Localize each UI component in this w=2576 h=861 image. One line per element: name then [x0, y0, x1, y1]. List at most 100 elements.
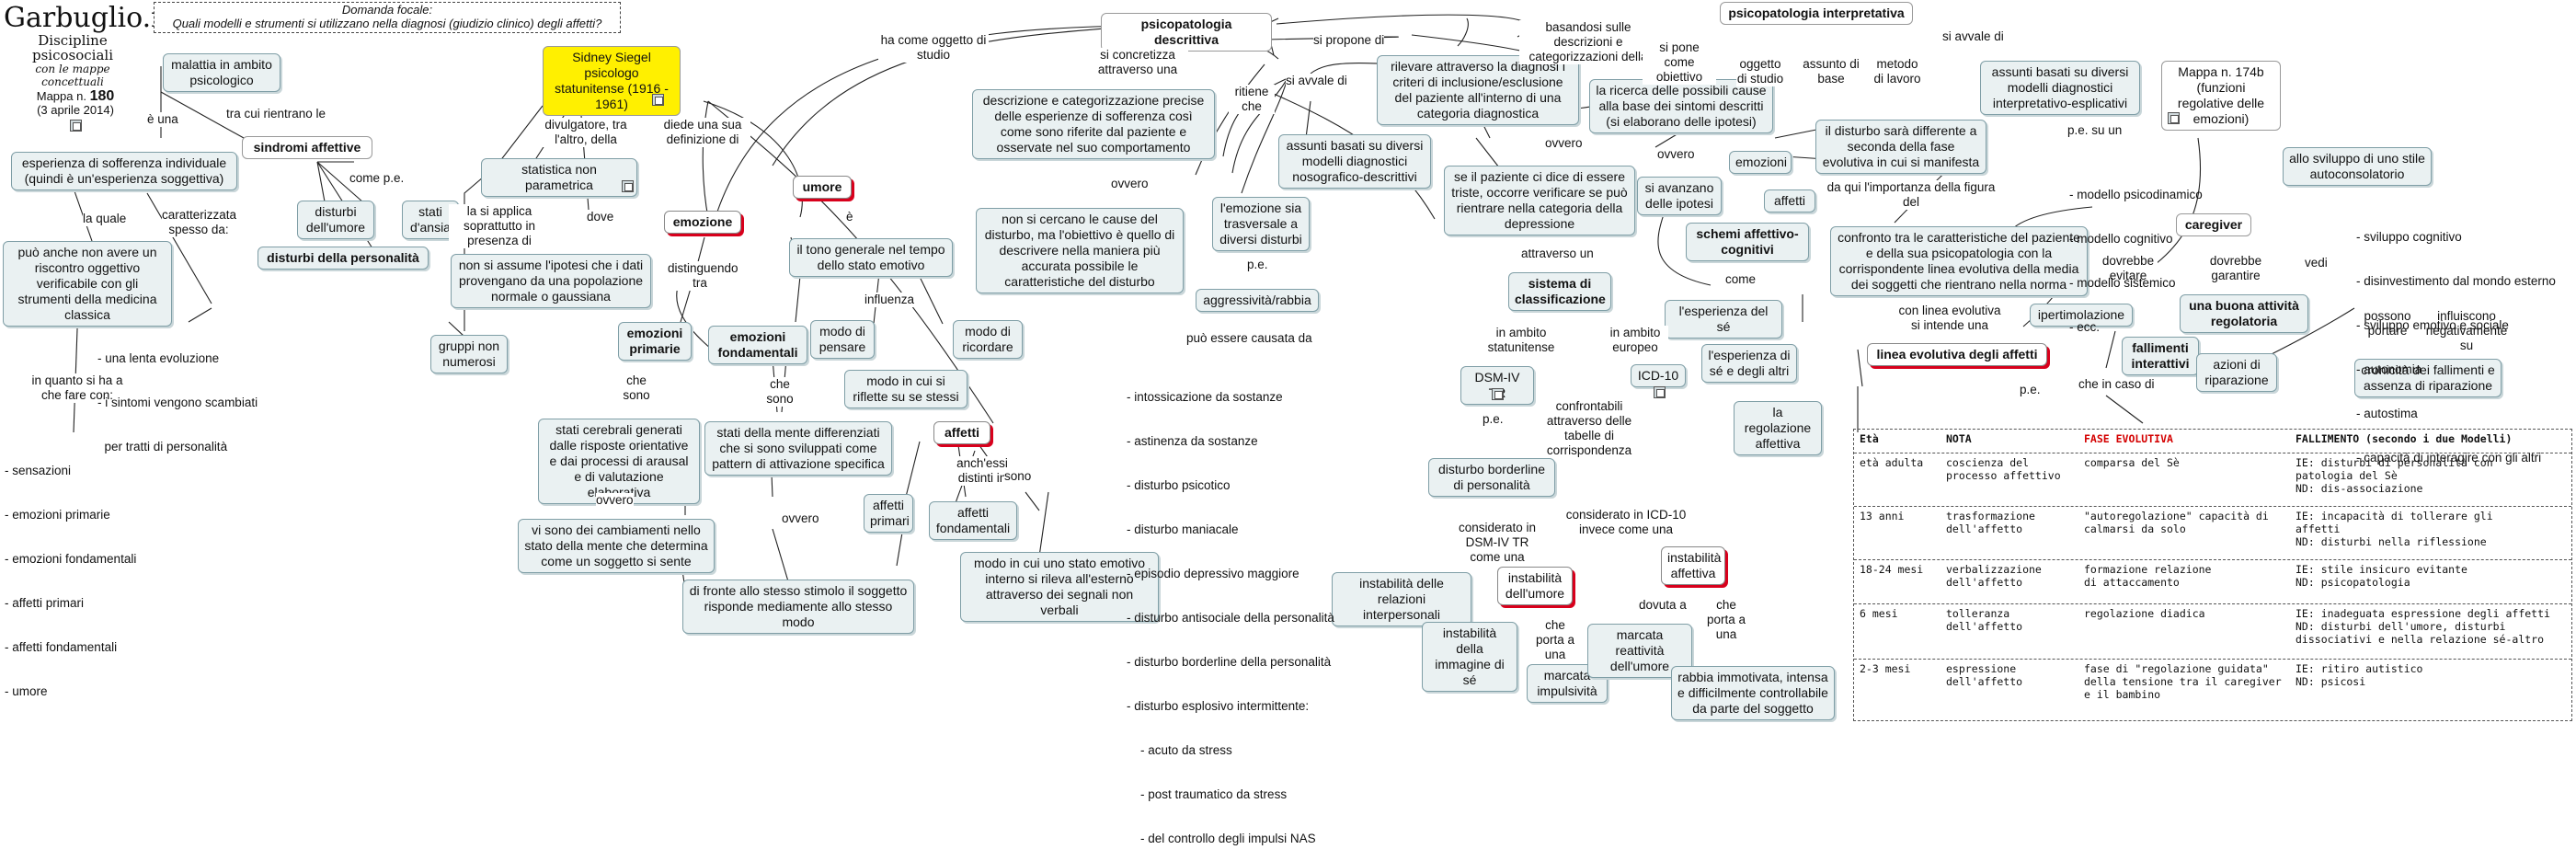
- node-icd[interactable]: ICD-10: [1631, 364, 1686, 387]
- node-avanzano-ipotesi[interactable]: si avanzano delle ipotesi: [1637, 177, 1722, 215]
- node-umore[interactable]: umore: [793, 176, 852, 199]
- node-stati-differenziati[interactable]: stati della mente differenziati che si s…: [704, 421, 892, 476]
- map-number: Mappa n. 180 (3 aprile 2014): [24, 89, 127, 134]
- label-dove: dove: [587, 210, 614, 224]
- node-emozioni-primarie[interactable]: emozioni primarie: [618, 322, 692, 361]
- node-stati-cerebrali[interactable]: stati cerebrali generati dalle risposte …: [538, 419, 700, 504]
- table-cell-fallimento: IE: incapacità di tollerare gli affetti …: [2296, 510, 2493, 548]
- node-marcata-reattivita[interactable]: marcata reattività dell'umore: [1587, 624, 1692, 678]
- map-link-icon[interactable]: [69, 120, 82, 132]
- table-cell-eta: età adulta: [1860, 456, 1924, 469]
- node-ricerca-cause[interactable]: la ricerca delle possibili cause alla ba…: [1589, 79, 1773, 133]
- list-item: - astinenza da sostanze: [1127, 434, 1258, 448]
- node-affetti-small[interactable]: affetti: [1764, 189, 1815, 212]
- node-rabbia[interactable]: rabbia immotivata, intensa e difficilmen…: [1671, 666, 1835, 720]
- node-stile-autoconsolatorio[interactable]: allo sviluppo di uno stile autoconsolato…: [2283, 147, 2432, 186]
- node-emozioni-fondamentali[interactable]: emozioni fondamentali: [708, 326, 807, 364]
- node-confronto[interactable]: confronto tra le caratteristiche del paz…: [1830, 226, 2088, 296]
- label-che-porta-1: che porta a una: [1532, 618, 1578, 662]
- node-non-cercano[interactable]: non si cercano le cause del disturbo, ma…: [976, 208, 1184, 293]
- node-borderline[interactable]: disturbo borderline di personalità: [1428, 458, 1555, 497]
- node-disturbi-umore[interactable]: disturbi dell'umore: [297, 201, 374, 239]
- label-oggetto-studio: oggetto di studio: [1736, 57, 1784, 86]
- statistica-link-icon[interactable]: [622, 180, 634, 192]
- node-cambiamenti[interactable]: vi sono dei cambiamenti nello stato dell…: [518, 519, 715, 573]
- node-riscontro-oggettivo[interactable]: può anche non avere un riscontro oggetti…: [3, 241, 172, 327]
- dsm-link-icon[interactable]: [1492, 388, 1504, 400]
- node-instabilita-umore[interactable]: instabilità dell'umore: [1497, 567, 1573, 605]
- node-psicopatologia-descrittiva[interactable]: psicopatologia descrittiva: [1101, 13, 1272, 52]
- siegel-link-icon[interactable]: [652, 94, 664, 106]
- label-e-umore: è: [846, 210, 853, 224]
- label-e-una: è una: [147, 112, 178, 127]
- node-psicopatologia-interpretativa[interactable]: psicopatologia interpretativa: [1720, 2, 1913, 25]
- node-modo-ricordare[interactable]: modo di ricordare: [953, 320, 1023, 359]
- node-aggressivita[interactable]: aggressività/rabbia: [1196, 289, 1319, 312]
- focal-question: Quali modelli e strumenti si utilizzano …: [172, 17, 602, 30]
- table-cell-eta: 13 anni: [1860, 510, 1905, 522]
- table-cell-fallimento: IE: stile insicuro evitante ND: psicopat…: [2296, 563, 2467, 589]
- node-statistica[interactable]: statistica non parametrica: [481, 158, 637, 197]
- label-ovvero-1: ovvero: [596, 493, 634, 508]
- node-emozione-trasversale[interactable]: l'emozione sia trasversale a diversi dis…: [1212, 197, 1310, 251]
- node-linea-evolutiva[interactable]: linea evolutiva degli affetti: [1867, 343, 2047, 366]
- node-emozioni[interactable]: emozioni: [1729, 151, 1792, 174]
- list-item: - episodio depressivo maggiore: [1127, 567, 1299, 580]
- node-azioni-riparazione[interactable]: azioni di riparazione: [2196, 353, 2277, 392]
- node-emozione[interactable]: emozione: [664, 211, 741, 234]
- list-in-quanto: - sensazioni - emozioni primarie - emozi…: [5, 434, 136, 714]
- table-row: 2-3 mesi espressione dell'affetto fase d…: [1854, 660, 2571, 720]
- node-rilevare[interactable]: rilevare attraverso la diagnosi i criter…: [1377, 55, 1579, 125]
- table-cell-eta: 6 mesi: [1860, 607, 1898, 620]
- node-ipertimolazione[interactable]: ipertimolazione: [2030, 304, 2133, 327]
- list-item: - affetti fondamentali: [5, 640, 118, 654]
- node-esperienza-se[interactable]: l'esperienza del sé: [1665, 300, 1782, 339]
- node-esperienza-se-altri[interactable]: l'esperienza di sé e degli altri: [1701, 344, 1797, 383]
- node-esperienza-sofferenza[interactable]: esperienza di sofferenza individuale (qu…: [11, 152, 237, 190]
- list-item: - autonomia: [2356, 362, 2422, 376]
- node-mappa174[interactable]: Mappa n. 174b (funzioni regolative delle…: [2161, 61, 2281, 131]
- table-cell-fase: regolazione diadica: [2084, 607, 2205, 620]
- node-attivita-regolatoria[interactable]: una buona attività regolatoria: [2180, 294, 2308, 333]
- label-in-quanto: in quanto si ha a che fare con:: [28, 373, 127, 403]
- node-tono-generale[interactable]: il tono generale nel tempo dello stato e…: [789, 238, 953, 277]
- table-cell-nota: espressione dell'affetto: [1946, 662, 2023, 688]
- mappa174-link-icon[interactable]: [2168, 112, 2180, 124]
- node-affetti-fondamentali[interactable]: affetti fondamentali: [929, 501, 1017, 540]
- node-schemi[interactable]: schemi affettivo-cognitivi: [1686, 223, 1809, 261]
- list-item: - capacità di interagire con gli altri: [2356, 451, 2542, 465]
- node-gruppi[interactable]: gruppi non numerosi: [430, 335, 508, 373]
- node-affetti[interactable]: affetti: [933, 421, 990, 444]
- node-modo-pensare[interactable]: modo di pensare: [810, 320, 875, 359]
- label-confrontabili: confrontabili attraverso delle tabelle d…: [1541, 399, 1637, 458]
- node-fallimenti[interactable]: fallimenti interattivi: [2122, 337, 2199, 375]
- label-attraverso-un: attraverso un: [1521, 247, 1594, 261]
- label-come-schemi: come: [1725, 272, 1757, 287]
- node-affetti-primari[interactable]: affetti primari: [864, 494, 913, 533]
- node-disturbo-diverso[interactable]: il disturbo sarà differente a seconda de…: [1815, 120, 1986, 174]
- node-ipotesi-normale[interactable]: non si assume l'ipotesi che i dati prove…: [451, 254, 651, 308]
- label-pe-desc: p.e.: [1247, 258, 1268, 272]
- node-modo-riflette[interactable]: modo in cui si riflette su se stessi: [844, 370, 967, 408]
- node-regolazione-affettiva[interactable]: la regolazione affettiva: [1734, 401, 1822, 455]
- icd-link-icon[interactable]: [1654, 386, 1666, 398]
- node-sistema-classificazione[interactable]: sistema di classificazione: [1508, 272, 1611, 311]
- table-cell-fallimento: IE: inadeguata espressione degli affetti…: [2296, 607, 2550, 646]
- node-assunti-nosografico[interactable]: assunti basati su diversi modelli diagno…: [1278, 134, 1431, 189]
- node-stesso-stimolo[interactable]: di fronte allo stesso stimolo il soggett…: [682, 580, 914, 634]
- node-instabilita-relazioni[interactable]: instabilità delle relazioni interpersona…: [1332, 572, 1471, 626]
- node-cronicita[interactable]: cronicità dei fallimenti e assenza di ri…: [2354, 359, 2502, 397]
- node-malattia[interactable]: malattia in ambito psicologico: [163, 53, 280, 92]
- list-item: - emozioni primarie: [5, 508, 110, 522]
- node-instabilita-immagine[interactable]: instabilità della immagine di sé: [1422, 622, 1517, 692]
- node-assunti-interpretativo[interactable]: assunti basati su diversi modelli diagno…: [1980, 61, 2140, 115]
- node-sindromi-affettive[interactable]: sindromi affettive: [242, 136, 372, 159]
- node-instabilita-affettiva[interactable]: instabilità affettiva: [1661, 546, 1725, 585]
- node-caregiver[interactable]: caregiver: [2176, 213, 2251, 236]
- node-disturbi-personalita[interactable]: disturbi della personalità: [258, 247, 429, 270]
- node-modo-rileva[interactable]: modo in cui uno stato emotivo interno si…: [960, 552, 1159, 622]
- label-che-sono-1: che sono: [618, 373, 655, 403]
- node-descrizione-categorizzazione[interactable]: descrizione e categorizzazione precise d…: [972, 89, 1215, 159]
- node-paziente-dice[interactable]: se il paziente ci dice di essere triste,…: [1444, 166, 1635, 235]
- list-caratterizzata: - una lenta evoluzione - i sintomi vengo…: [97, 322, 258, 469]
